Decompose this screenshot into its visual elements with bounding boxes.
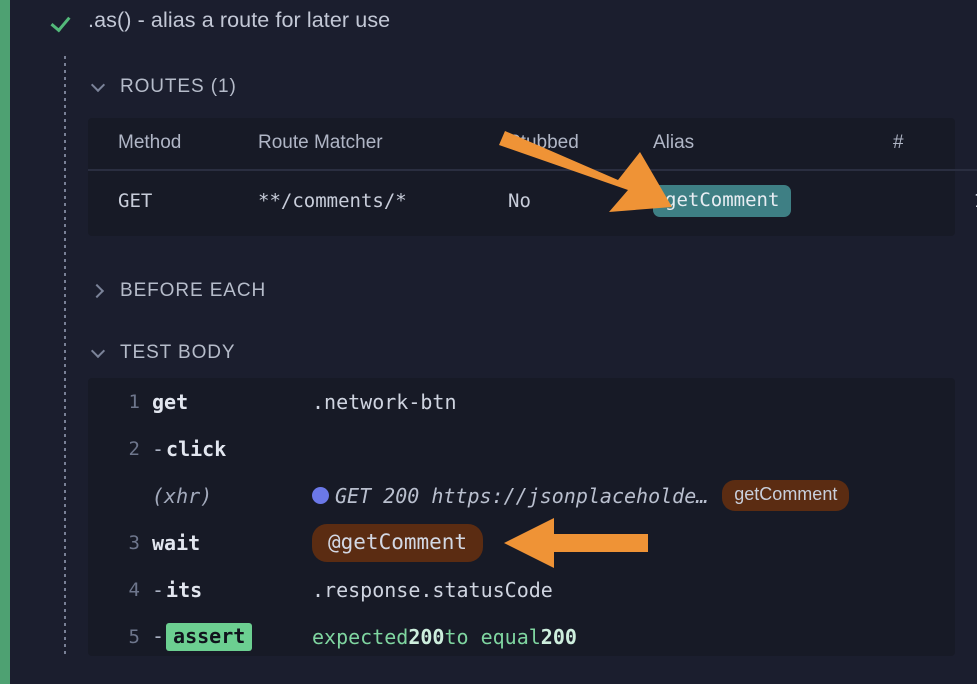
list-item[interactable]: 3 wait @getComment: [88, 519, 955, 566]
list-item-xhr[interactable]: (xhr) GET 200 https://jsonplaceholde… ge…: [88, 472, 955, 519]
command-number: 1: [128, 390, 140, 413]
assert-badge: assert: [166, 622, 253, 651]
command-name: wait: [152, 530, 201, 555]
command-name: -its: [152, 578, 312, 602]
test-pass-status-rail: [0, 0, 10, 684]
assert-actual-value: 200: [540, 624, 577, 649]
xhr-alias-badge[interactable]: getComment: [722, 480, 850, 511]
routes-panel: Method Route Matcher Stubbed Alias # GET…: [88, 118, 977, 236]
section-label-routes: ROUTES (1): [120, 76, 237, 97]
command-number: 3: [128, 531, 140, 554]
section-header-routes[interactable]: ROUTES (1): [92, 76, 237, 98]
command-name: -click: [152, 437, 312, 461]
chevron-right-icon: [92, 284, 106, 298]
command-name-text: click: [166, 436, 227, 461]
command-message: @getComment: [312, 523, 484, 562]
table-row[interactable]: GET **/comments/* No getComment 1: [88, 170, 977, 229]
command-name-xhr: (xhr): [152, 483, 213, 508]
cell-stubbed: No: [508, 190, 531, 213]
column-header-count: #: [893, 118, 977, 171]
check-icon: [52, 10, 74, 32]
command-message: .response.statusCode: [312, 577, 553, 602]
xhr-message-text: GET 200 https://jsonplaceholde…: [335, 483, 709, 508]
cell-count: 1: [893, 170, 977, 229]
column-header-route-matcher: Route Matcher: [258, 118, 508, 171]
section-label-before-each: BEFORE EACH: [120, 280, 267, 301]
alias-badge[interactable]: getComment: [653, 185, 792, 218]
command-name: get: [152, 389, 189, 414]
child-command-dash: -: [152, 436, 165, 461]
chevron-down-icon: [92, 80, 106, 94]
child-command-dash: -: [152, 577, 165, 602]
column-header-alias: Alias: [653, 118, 893, 171]
assert-text-1: expected: [312, 624, 409, 649]
section-label-test-body: TEST BODY: [120, 342, 236, 363]
column-header-method: Method: [88, 118, 258, 171]
assert-text-2: to equal: [444, 624, 541, 649]
command-number: 5: [128, 625, 140, 648]
test-title-row[interactable]: .as() - alias a route for later use: [52, 8, 390, 33]
assert-expected-value: 200: [408, 624, 445, 649]
command-number: 4: [128, 578, 140, 601]
list-item[interactable]: 5 -assert expected 200 to equal 200: [88, 613, 955, 656]
cell-method: GET: [118, 190, 153, 213]
child-command-dash: -: [152, 623, 165, 648]
routes-table: Method Route Matcher Stubbed Alias # GET…: [88, 118, 977, 229]
command-log-panel: 1 get .network-btn 2 -click (xhr) GET 20…: [88, 378, 955, 656]
list-item[interactable]: 1 get .network-btn: [88, 378, 955, 425]
cell-route-matcher: **/comments/*: [258, 190, 407, 213]
blue-status-dot-icon: [312, 487, 329, 504]
section-header-test-body[interactable]: TEST BODY: [92, 342, 235, 364]
chevron-down-icon: [92, 346, 106, 360]
wait-alias-badge[interactable]: @getComment: [312, 523, 484, 562]
command-number: 2: [128, 437, 140, 460]
column-header-stubbed: Stubbed: [508, 118, 653, 171]
table-header-row: Method Route Matcher Stubbed Alias #: [88, 118, 977, 171]
page-title: .as() - alias a route for later use: [88, 8, 391, 32]
cell-alias: getComment: [653, 170, 893, 229]
section-header-before-each[interactable]: BEFORE EACH: [92, 280, 266, 302]
suite-indent-guide: [64, 56, 66, 658]
list-item[interactable]: 2 -click: [88, 425, 955, 472]
command-message: .network-btn: [312, 389, 457, 414]
command-name-text: its: [166, 577, 203, 602]
command-name: -assert: [152, 622, 312, 651]
list-item[interactable]: 4 -its .response.statusCode: [88, 566, 955, 613]
command-message: expected 200 to equal 200: [312, 625, 577, 649]
command-message: GET 200 https://jsonplaceholde… getComme…: [312, 480, 850, 511]
